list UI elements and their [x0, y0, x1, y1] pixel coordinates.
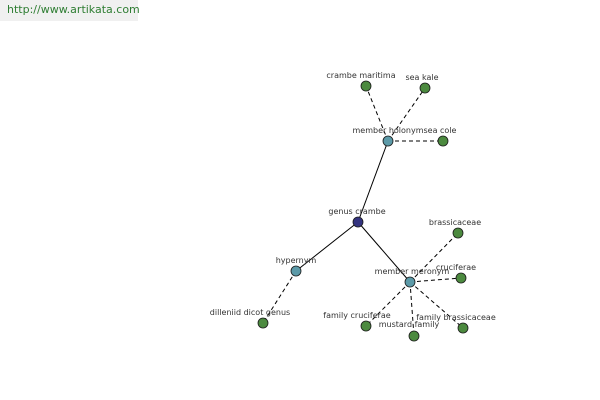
- label-sea-cole[interactable]: sea cole: [424, 126, 457, 135]
- edge-member-meronym-brassicaceae: [409, 232, 459, 283]
- label-hypernym[interactable]: hypernym: [276, 256, 317, 265]
- site-url-link[interactable]: http://www.artikata.com: [7, 3, 140, 16]
- url-banner: http://www.artikata.com: [0, 0, 140, 21]
- label-member-holonym[interactable]: member holonym: [352, 126, 423, 135]
- node-crambe-maritima[interactable]: [360, 80, 372, 92]
- node-hypernym[interactable]: [290, 265, 302, 277]
- edge-member-meronym-mustard-family: [409, 281, 415, 337]
- edge-genus-crambe-hypernym: [295, 221, 359, 272]
- label-crambe-maritima[interactable]: crambe maritima: [326, 71, 395, 80]
- edge-member-meronym-family-brassicaceae: [409, 281, 464, 329]
- node-member-holonym[interactable]: [382, 135, 394, 147]
- label-member-meronym[interactable]: member meronym: [375, 267, 450, 276]
- label-brassicaceae[interactable]: brassicaceae: [429, 218, 481, 227]
- node-family-cruciferae[interactable]: [360, 320, 372, 332]
- label-family-brassicaceae[interactable]: family brassicaceae: [416, 313, 496, 322]
- node-dilleniid-dicot-genus[interactable]: [257, 317, 269, 329]
- label-sea-kale[interactable]: sea kale: [405, 73, 438, 82]
- node-genus-crambe[interactable]: [352, 216, 364, 228]
- edge-genus-crambe-member-meronym: [357, 221, 411, 283]
- label-family-cruciferae[interactable]: family cruciferae: [323, 311, 391, 320]
- label-mustard-family[interactable]: mustard family: [379, 320, 440, 329]
- node-mustard-family[interactable]: [408, 330, 420, 342]
- edge-member-meronym-family-cruciferae: [365, 281, 411, 327]
- node-sea-cole[interactable]: [437, 135, 449, 147]
- label-cruciferae[interactable]: cruciferae: [436, 263, 476, 272]
- node-sea-kale[interactable]: [419, 82, 431, 94]
- node-brassicaceae[interactable]: [452, 227, 464, 239]
- edge-member-holonym-crambe-maritima: [365, 85, 389, 142]
- label-genus-crambe[interactable]: genus crambe: [328, 207, 385, 216]
- node-cruciferae[interactable]: [455, 272, 467, 284]
- node-family-brassicaceae[interactable]: [457, 322, 469, 334]
- edge-hypernym-dilleniid-dicot-genus: [262, 270, 297, 324]
- node-member-meronym[interactable]: [404, 276, 416, 288]
- nodes: [257, 80, 469, 342]
- edge-member-meronym-cruciferae: [409, 277, 462, 283]
- edge-member-holonym-sea-kale: [387, 87, 426, 142]
- edge-genus-crambe-member-holonym: [357, 140, 389, 223]
- label-dilleniid-dicot-genus[interactable]: dilleniid dicot genus: [210, 308, 290, 317]
- edges: [262, 85, 464, 337]
- labels: genus crambe member holonym hypernym mem…: [210, 71, 496, 329]
